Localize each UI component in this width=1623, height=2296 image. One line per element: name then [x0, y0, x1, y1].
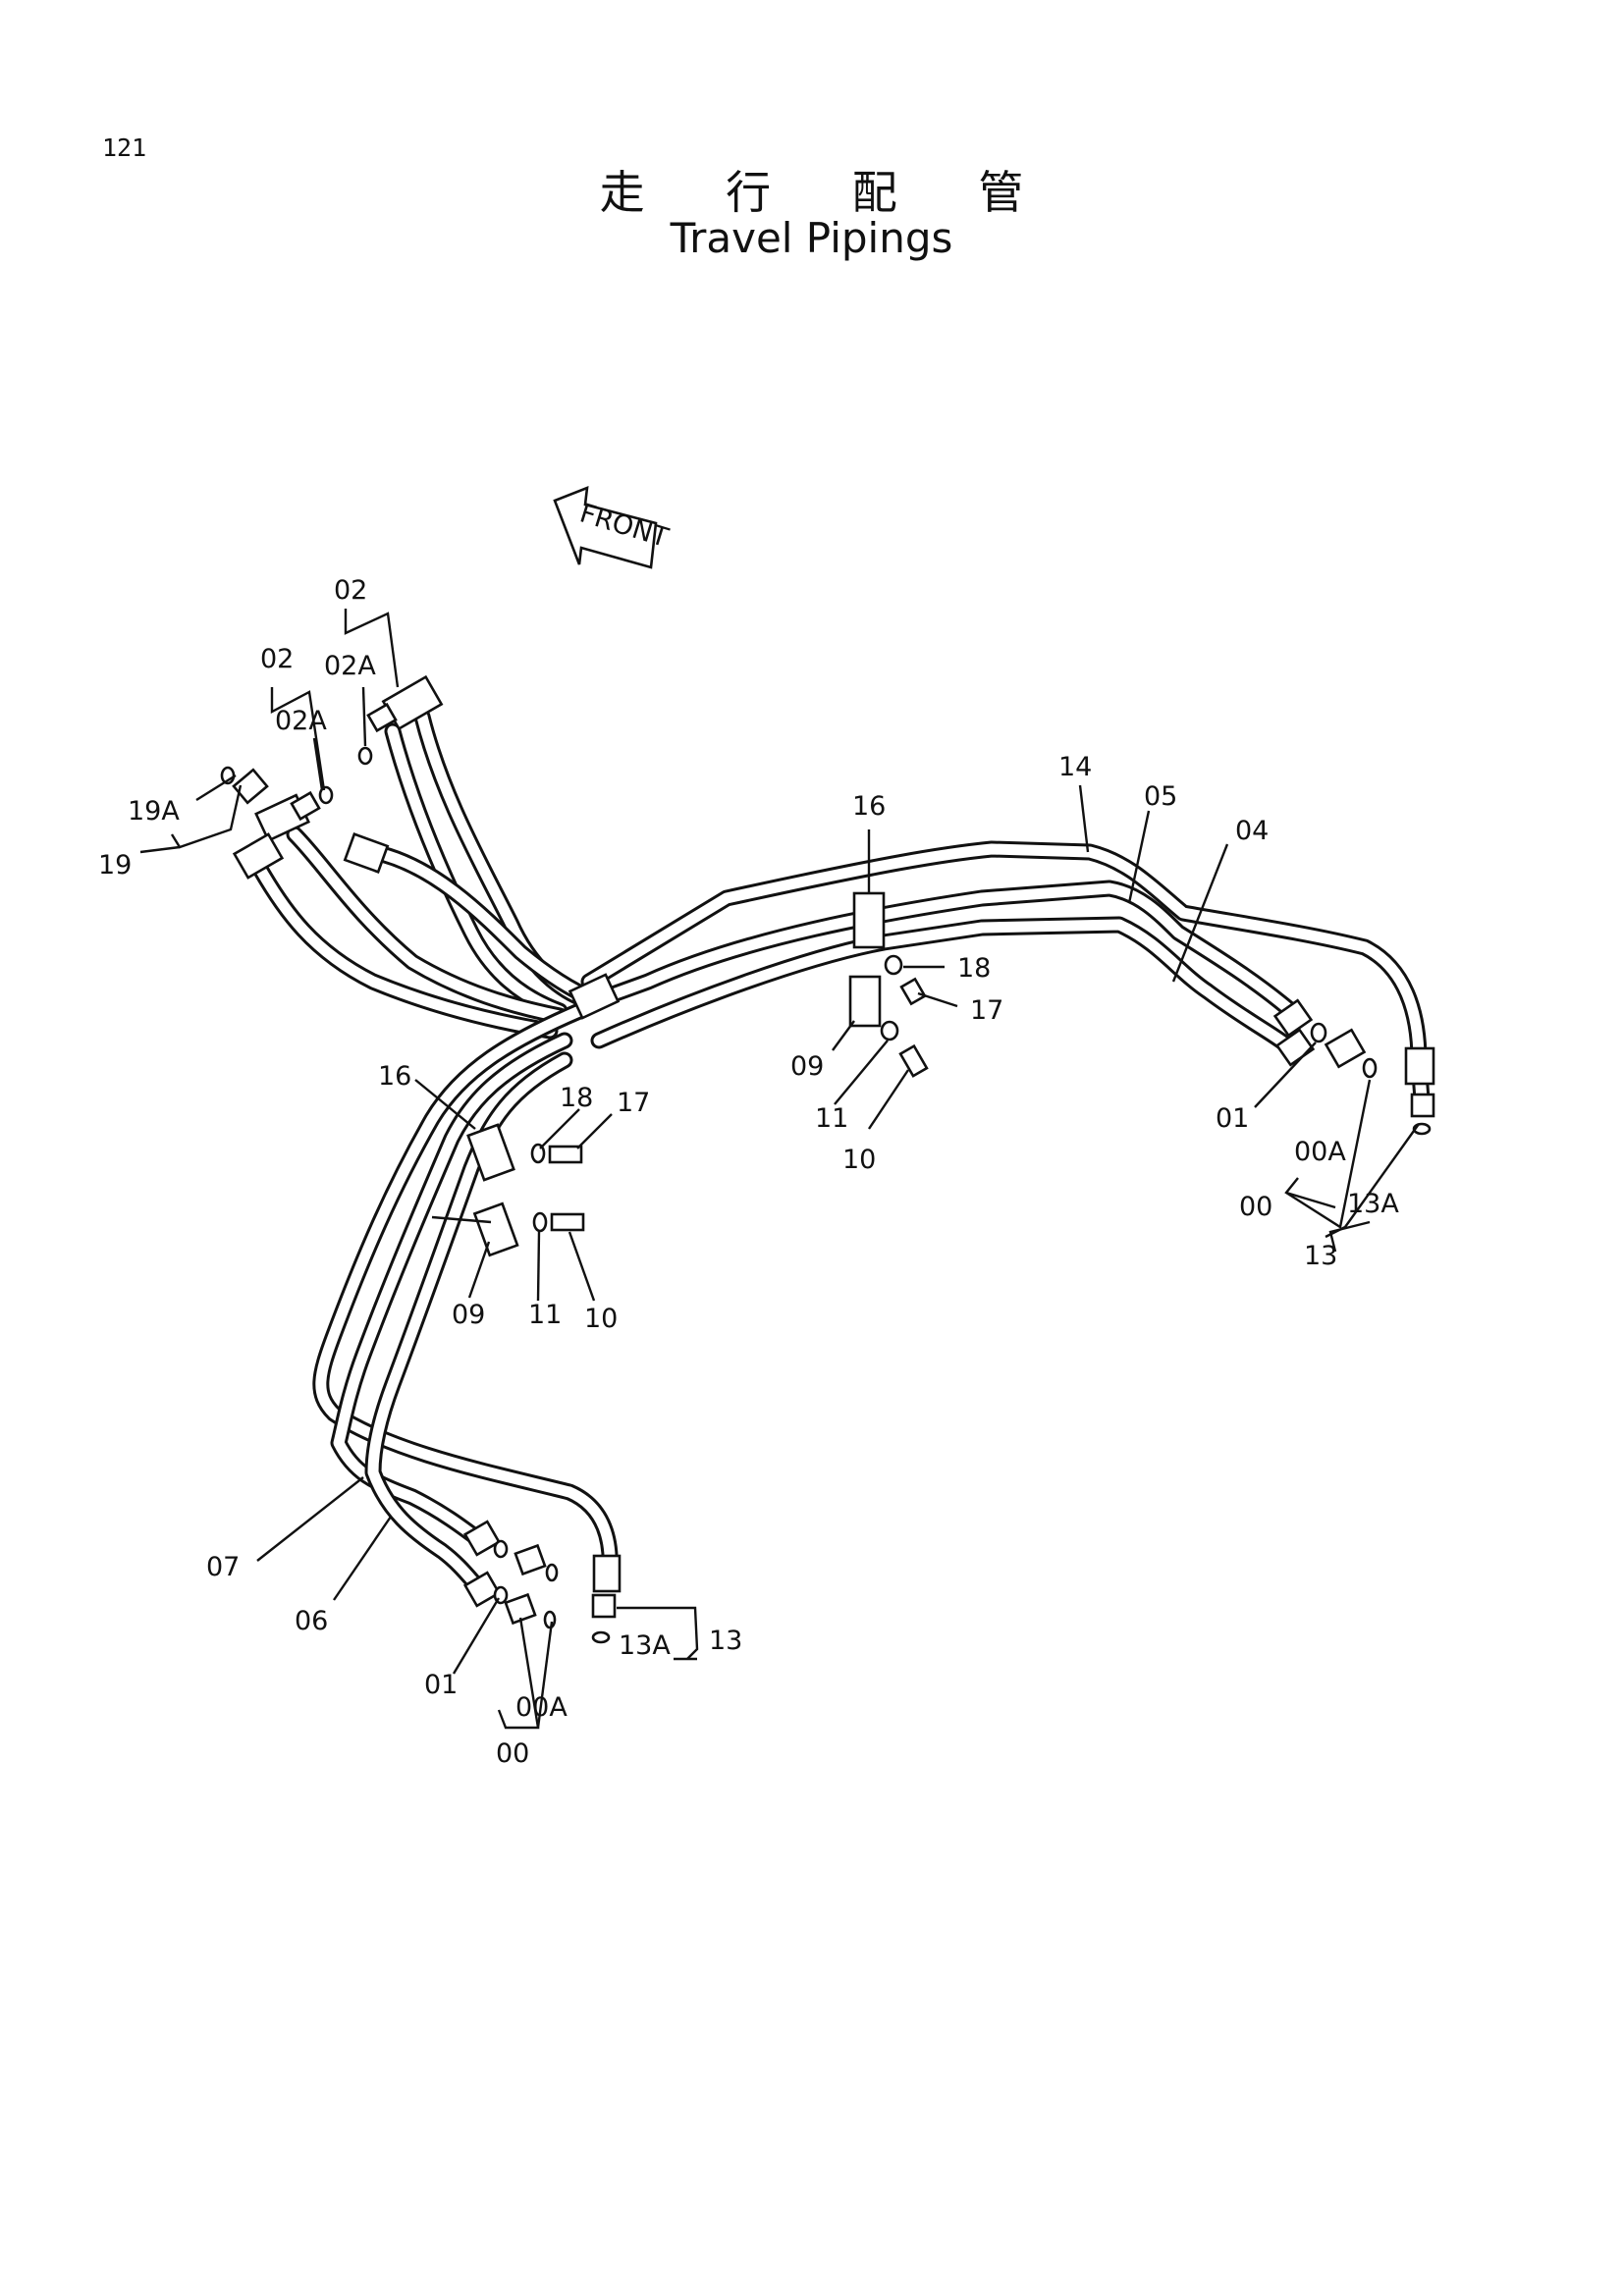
elbow-fitting-02-base [232, 832, 285, 880]
o-ring-00a-bottom-b [543, 1610, 557, 1629]
label-17-upper: 17 [970, 995, 1003, 1026]
pipe-junction [568, 973, 621, 1020]
hose-end-14 [1404, 1046, 1435, 1086]
pipe-bundle [248, 708, 1431, 1599]
washer-11-left [532, 1211, 548, 1233]
adapter-19 [232, 768, 269, 805]
bolt-10-left [550, 1212, 585, 1232]
pipe-end-07 [462, 1520, 502, 1557]
label-01-right: 01 [1216, 1103, 1249, 1134]
label-17-left: 17 [617, 1088, 650, 1118]
label-00-right: 00 [1239, 1192, 1272, 1222]
label-19a: 19A [128, 796, 180, 827]
label-00a-bottom: 00A [515, 1692, 568, 1723]
clamp-09-upper [848, 975, 882, 1028]
label-10-upper: 10 [842, 1145, 876, 1175]
hose-end-bottom [592, 1554, 622, 1593]
adapter-13-right [1410, 1093, 1435, 1118]
fittings-upper-left [220, 674, 444, 880]
label-16-upper: 16 [852, 791, 886, 822]
label-02a-upper: 02A [324, 651, 376, 681]
label-04: 04 [1235, 816, 1269, 846]
o-ring-00a-right [1362, 1057, 1378, 1079]
adapter-13-bottom [591, 1593, 617, 1619]
clamp-assembly-left [466, 1123, 585, 1257]
label-00a-right: 00A [1294, 1137, 1346, 1167]
label-02a-lower: 02A [275, 706, 327, 736]
label-19: 19 [98, 850, 132, 881]
clamp-16-left [466, 1123, 515, 1182]
clamp-assembly-upper [848, 891, 929, 1078]
label-14: 14 [1058, 752, 1092, 782]
label-16-left: 16 [378, 1061, 411, 1092]
bolt-10-upper [898, 1043, 929, 1078]
fittings-bottom [462, 1520, 622, 1644]
hose-end-fitting [343, 832, 390, 874]
callout-labels: 02 02A 02 02A 19A 19 16 14 05 04 18 17 0… [98, 575, 1399, 1769]
clamp-09-left [472, 1201, 519, 1257]
adapter-00-bottom-b [504, 1592, 537, 1626]
o-ring-13a-bottom [591, 1630, 611, 1644]
label-13a-bottom: 13A [619, 1630, 671, 1661]
o-ring-01-right [1310, 1022, 1327, 1043]
pipe-end-06 [462, 1571, 502, 1608]
o-ring-02a-upper [357, 746, 373, 766]
clamp-16-upper [852, 891, 886, 949]
label-09-left: 09 [452, 1300, 485, 1330]
adapter-02-upper [366, 702, 398, 733]
label-01-bottom: 01 [424, 1670, 458, 1700]
page-title-english: Travel Pipings [670, 214, 953, 262]
label-13a-right: 13A [1347, 1189, 1399, 1219]
label-09-upper: 09 [790, 1051, 824, 1082]
pipe-end-05 [1272, 998, 1314, 1038]
washer-11-upper [880, 1020, 899, 1041]
adapter-00-bottom-a [514, 1543, 547, 1576]
washer-18-upper [884, 954, 903, 976]
bolt-17-left [548, 1145, 583, 1164]
o-ring-00a-bottom-a [545, 1563, 559, 1582]
page-title-japanese: 走 行 配 管 [599, 166, 1057, 219]
fittings-right [1272, 998, 1435, 1136]
front-arrow: FRONT [553, 485, 673, 569]
label-10-left: 10 [584, 1304, 618, 1334]
label-18-left: 18 [560, 1083, 593, 1113]
adapter-02-lower [290, 790, 321, 822]
label-13-right: 13 [1304, 1241, 1337, 1271]
label-05: 05 [1144, 781, 1177, 812]
leader-lines [139, 609, 1420, 1730]
label-07: 07 [206, 1552, 240, 1582]
label-11-upper: 11 [815, 1103, 848, 1134]
bolt-17-upper [899, 977, 927, 1006]
o-ring-01-bottom-a [493, 1539, 509, 1559]
label-02-lower: 02 [260, 644, 294, 674]
label-00-bottom: 00 [496, 1738, 529, 1769]
label-06: 06 [295, 1606, 328, 1636]
label-11-left: 11 [528, 1300, 562, 1330]
page-number: 121 [102, 133, 147, 162]
label-13-bottom: 13 [709, 1626, 742, 1656]
o-ring-02a-lower [318, 785, 334, 805]
label-02-upper: 02 [334, 575, 367, 606]
pipe-02-upper-1 [413, 708, 598, 1010]
label-18-upper: 18 [957, 953, 991, 984]
adapter-00-right [1324, 1028, 1367, 1069]
